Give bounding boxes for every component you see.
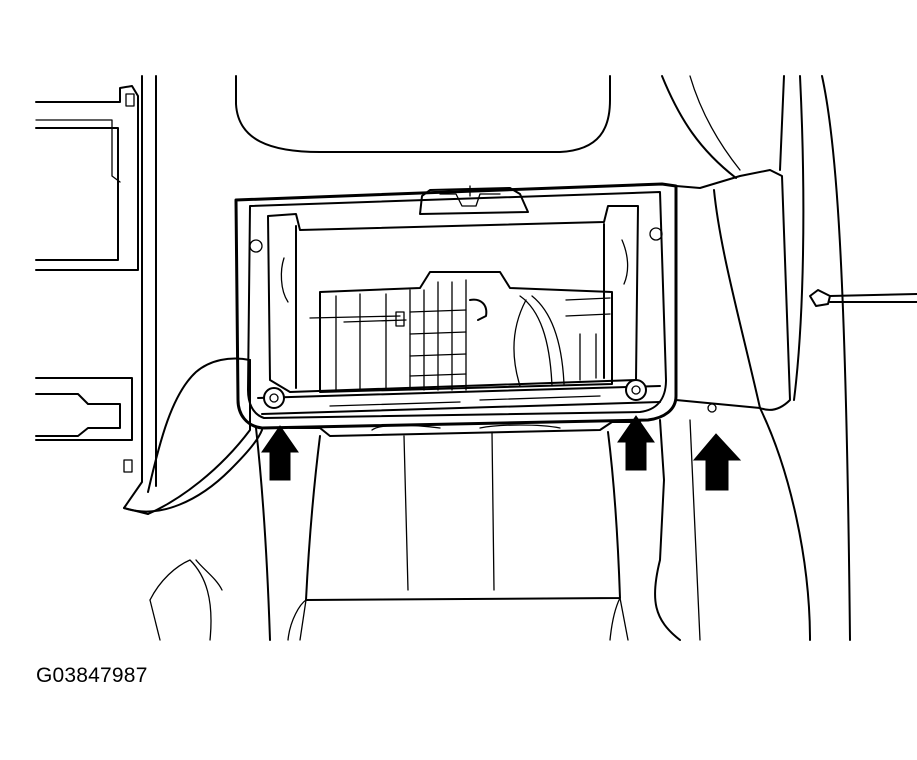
up-arrow-icon bbox=[692, 433, 742, 491]
callout-arrows bbox=[261, 415, 742, 491]
left-door-panel bbox=[35, 85, 139, 473]
glovebox-frame bbox=[234, 182, 678, 430]
up-arrow-icon bbox=[261, 425, 299, 481]
hvac-module bbox=[309, 271, 613, 393]
up-arrow-icon bbox=[617, 415, 655, 471]
dashboard-glovebox-illustration bbox=[35, 75, 917, 641]
left-trim-pillar bbox=[123, 75, 263, 641]
upper-dash-outline bbox=[235, 75, 741, 179]
lower-knee-panel bbox=[255, 421, 641, 641]
lower-crossbar bbox=[257, 379, 661, 415]
right-side-trim bbox=[653, 75, 917, 641]
figure-id-label: G03847987 bbox=[36, 664, 148, 687]
